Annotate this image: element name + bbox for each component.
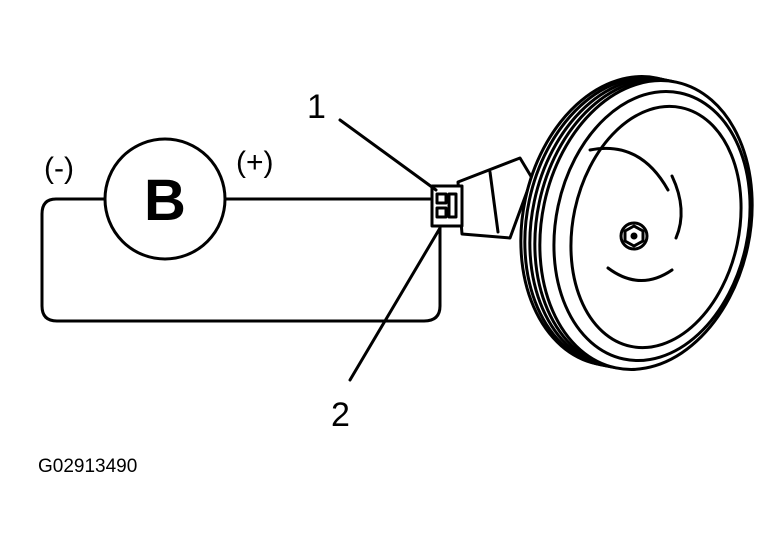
wire-negative — [40, 197, 442, 323]
battery-label: B — [144, 168, 186, 233]
callout-2-leader — [348, 226, 442, 382]
figure-code: G02913490 — [38, 456, 137, 477]
negative-terminal-label: (-) — [44, 152, 74, 185]
horn-connector-icon — [430, 184, 464, 228]
horn-icon — [456, 75, 754, 371]
callout-1-label: 1 — [307, 88, 326, 126]
callout-2-label: 2 — [331, 396, 350, 434]
positive-terminal-label: (+) — [236, 146, 274, 179]
battery-icon: B — [103, 137, 227, 261]
callout-1-leader — [338, 118, 438, 192]
